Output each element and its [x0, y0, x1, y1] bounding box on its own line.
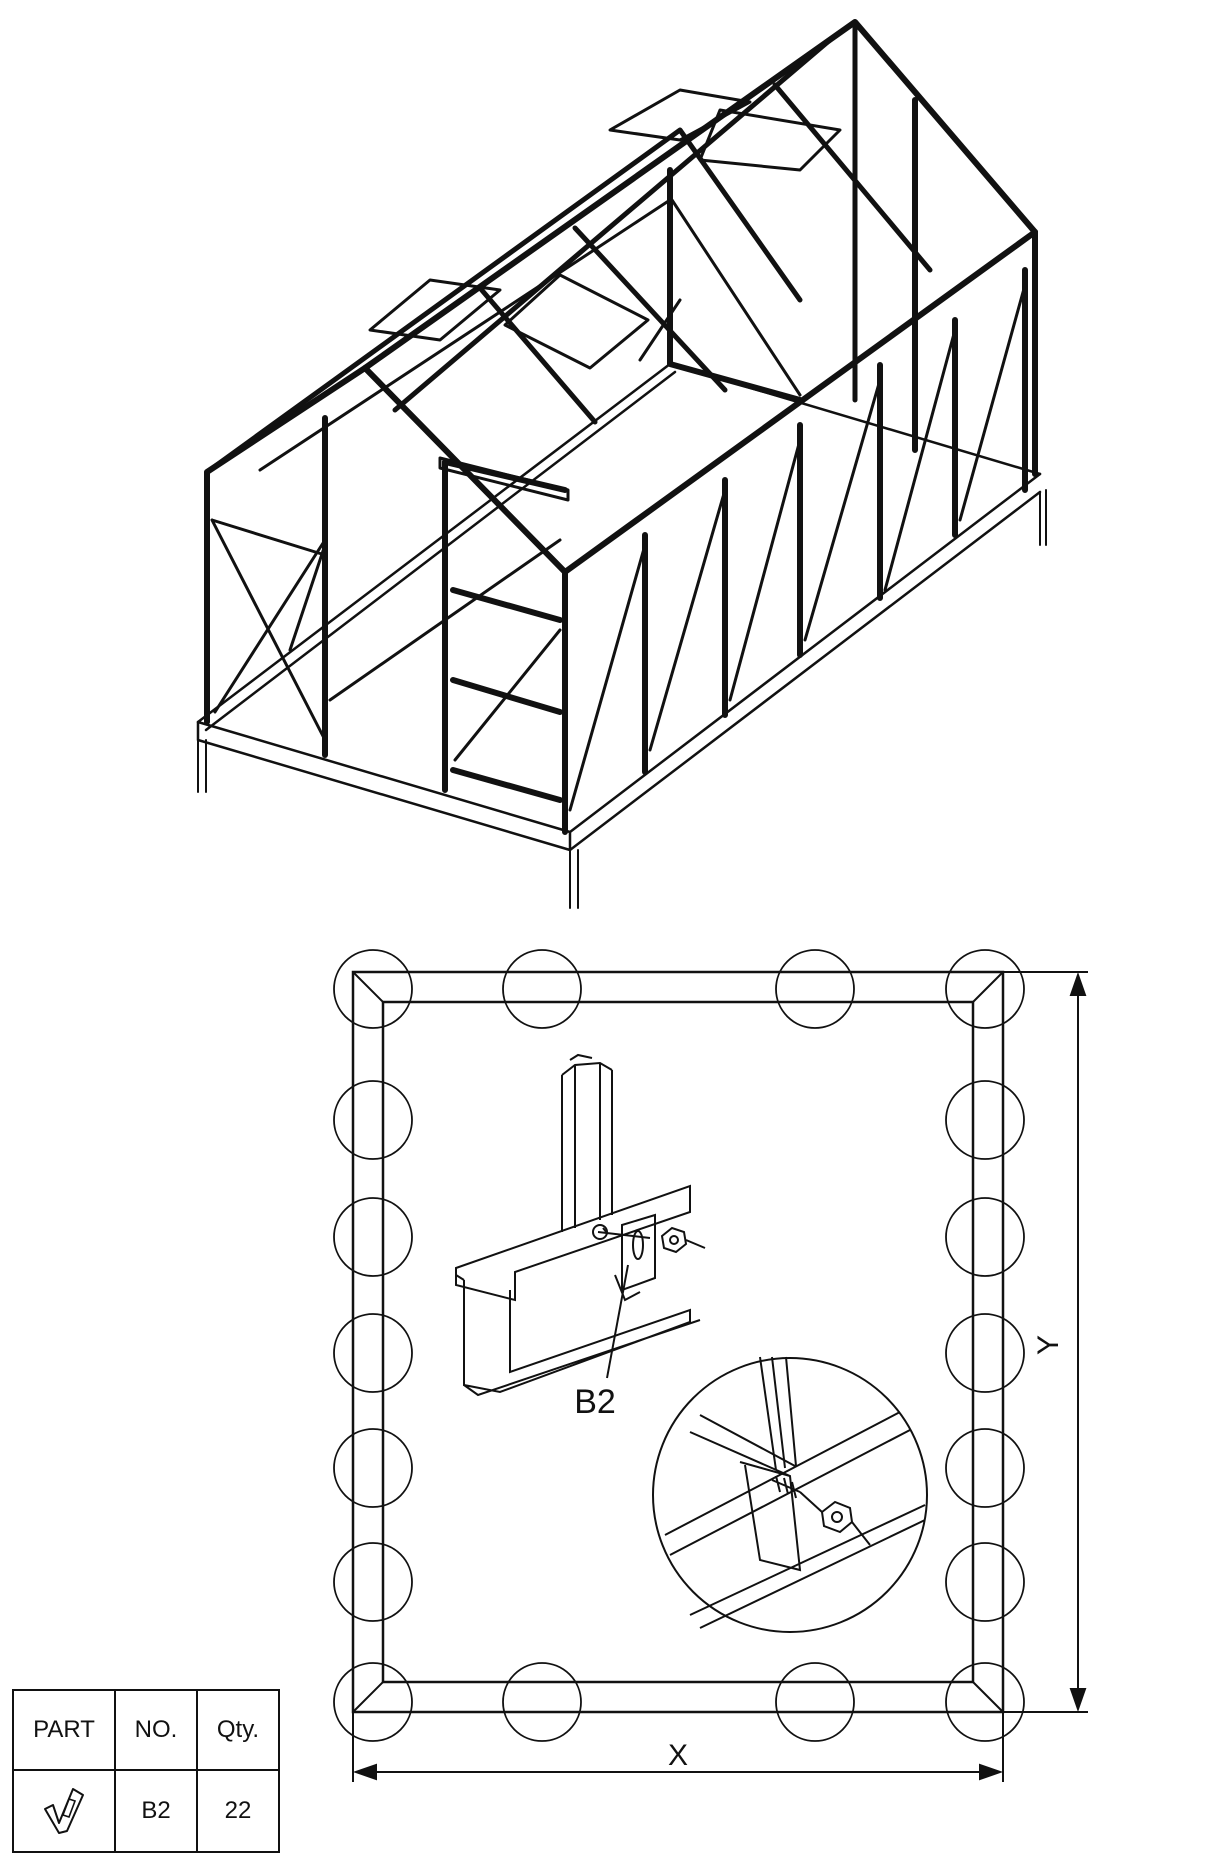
- header-no: NO.: [114, 1689, 198, 1771]
- header-part: PART: [12, 1689, 116, 1771]
- zoom-bolt: [771, 1475, 801, 1499]
- dimension-x: [352, 1712, 1004, 1782]
- bolt-clip-icon: [44, 1788, 84, 1834]
- roof-vent-front: [368, 273, 650, 370]
- rear-gable: [667, 97, 1038, 477]
- bolt-circle: [502, 1662, 582, 1742]
- bolt-head: [592, 1224, 608, 1240]
- bolt-circle: [945, 1662, 1025, 1742]
- bolt-circle: [775, 1662, 855, 1742]
- parts-table-header: PART NO. Qty.: [12, 1689, 280, 1771]
- bolt-circle: [945, 1313, 1025, 1393]
- greenhouse-frame-isometric: [196, 19, 1047, 909]
- zoom-detail: [652, 1356, 928, 1633]
- dimension-y: [1003, 971, 1088, 1713]
- upright-profile: [561, 1053, 613, 1232]
- part-icon-cell: [12, 1769, 116, 1853]
- base-profile: [455, 1184, 701, 1397]
- zoom-upright: [759, 1356, 797, 1471]
- bolt-circle: [333, 1542, 413, 1622]
- part-quantity: 22: [196, 1769, 280, 1853]
- bolt-circle: [502, 949, 582, 1029]
- front-gable: [204, 365, 568, 835]
- zoom-circle: [652, 1357, 928, 1633]
- door-frame: [442, 459, 568, 803]
- part-number: B2: [114, 1769, 198, 1853]
- bolt-circle: [945, 1428, 1025, 1508]
- zoom-nut: [820, 1500, 854, 1534]
- bolt-circle: [333, 1428, 413, 1508]
- side-wall-braces: [568, 283, 1027, 812]
- bolt-circle: [333, 1313, 413, 1393]
- base-plan-diagram: [333, 949, 1088, 1782]
- zoom-rail: [664, 1411, 926, 1629]
- bolt-circle: [775, 949, 855, 1029]
- front-braces: [210, 518, 562, 762]
- corner-miters: [352, 971, 1004, 1713]
- hex-nut: [660, 1226, 688, 1254]
- bolt-circle: [333, 1197, 413, 1277]
- bolt-circle: [333, 1080, 413, 1160]
- dimension-label-y: Y: [1032, 1335, 1065, 1355]
- bolt-circle: [945, 949, 1025, 1029]
- bolt-circle: [945, 1542, 1025, 1622]
- bolt-circle: [945, 1197, 1025, 1277]
- leader-b2: [606, 1264, 629, 1379]
- clip-slot: [632, 1230, 644, 1260]
- ridge-beam: [362, 19, 1038, 371]
- bolt-circle: [945, 1080, 1025, 1160]
- bolt-position-circles: [333, 949, 1025, 1742]
- base-outer-rectangle: [351, 970, 1005, 1714]
- header-qty: Qty.: [196, 1689, 280, 1771]
- base-inner-rectangle: [381, 1000, 975, 1684]
- side-wall-posts: [642, 267, 1028, 775]
- parts-table: PART NO. Qty. B2 22: [12, 1689, 280, 1853]
- roof-vent-rear: [608, 88, 842, 172]
- door-top-rail: [438, 456, 570, 502]
- dimension-label-x: X: [668, 1739, 688, 1772]
- frame-legs: [197, 489, 1047, 909]
- bolt-circle: [333, 949, 413, 1029]
- roof-rafters: [204, 19, 933, 475]
- parts-table-row: B2 22: [12, 1769, 280, 1853]
- clip-plate: [614, 1213, 656, 1302]
- part-callout-b2: B2: [574, 1383, 616, 1421]
- bracket-detail: [455, 1053, 706, 1397]
- bolt-circle: [333, 1662, 413, 1742]
- rear-wall-braces: [258, 198, 802, 702]
